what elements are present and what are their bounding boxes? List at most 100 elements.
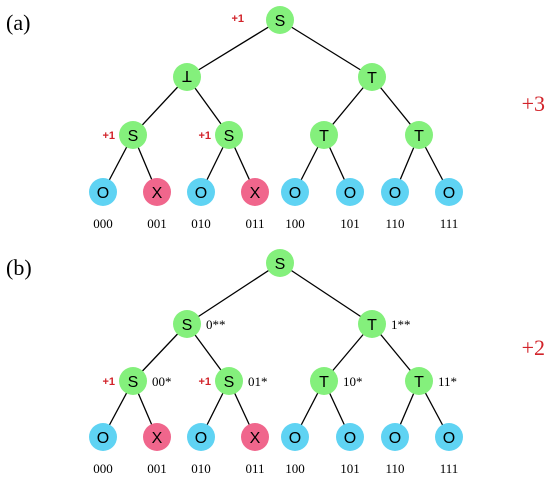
level2-node: T <box>405 367 433 395</box>
leaf-bits: 011 <box>245 216 264 231</box>
leaf-bits: 000 <box>93 216 113 231</box>
level2-node-circle <box>119 121 147 149</box>
leaf-node-circle <box>281 178 309 206</box>
root-node: S <box>266 249 294 277</box>
leaf-node-circle <box>241 423 269 451</box>
level2-node-label: T <box>414 128 424 145</box>
level1-prefix-label: 0** <box>206 317 226 332</box>
leaf-bits: 100 <box>285 216 305 231</box>
leaf-bits: 101 <box>340 461 360 476</box>
level2-prefix-label: 01* <box>248 374 268 389</box>
level1-node-label: S <box>182 317 193 334</box>
leaf-node-circle <box>89 423 117 451</box>
leaf-node-label: X <box>152 430 163 447</box>
level2-node-circle <box>119 367 147 395</box>
leaf-node-label: O <box>344 430 356 447</box>
leaf-bits: 111 <box>440 461 459 476</box>
leaf-node: O <box>187 423 215 451</box>
level2-node: T <box>310 367 338 395</box>
leaf-bits: 010 <box>191 216 211 231</box>
leaf-bits: 010 <box>191 461 211 476</box>
edge-root-left <box>186 19 281 78</box>
panel-label: (a) <box>6 10 30 35</box>
level1-node-circle <box>358 63 386 91</box>
leaf-node-label: X <box>250 430 261 447</box>
leaf-node: O <box>435 423 463 451</box>
level2-node-label: T <box>319 128 329 145</box>
level2-node: S <box>119 367 147 395</box>
root-node-label: S <box>275 256 286 273</box>
edge-root-right <box>279 262 373 325</box>
level2-prefix-label: 00* <box>152 374 172 389</box>
level1-node-label: T <box>182 67 192 84</box>
leaf-node-label: O <box>97 185 109 202</box>
leaf-node-label: O <box>289 185 301 202</box>
root-node: S <box>266 6 294 34</box>
level2-plus-one: +1 <box>198 130 211 142</box>
level1-node: T <box>173 63 201 91</box>
leaf-node: O <box>381 178 409 206</box>
panel-score: +3 <box>522 91 545 116</box>
leaf-node: X <box>143 178 171 206</box>
edge-root-left <box>186 262 281 325</box>
leaf-node-label: O <box>195 185 207 202</box>
leaf-node: O <box>281 423 309 451</box>
level1-node-circle <box>358 310 386 338</box>
level2-node-circle <box>405 367 433 395</box>
root-node-label: S <box>275 13 286 30</box>
level2-node: S <box>215 367 243 395</box>
panel-label: (b) <box>6 255 32 280</box>
level2-node: T <box>405 121 433 149</box>
panel-score: +2 <box>522 335 545 360</box>
leaf-node-circle <box>89 178 117 206</box>
level2-node-circle <box>405 121 433 149</box>
level2-prefix-label: 10* <box>343 374 363 389</box>
leaf-bits: 111 <box>440 216 459 231</box>
leaf-node: X <box>241 178 269 206</box>
level2-node: S <box>215 121 243 149</box>
leaf-bits: 100 <box>285 461 305 476</box>
leaf-node-label: O <box>443 185 455 202</box>
level2-node-label: S <box>128 128 139 145</box>
level1-node-circle <box>173 310 201 338</box>
level1-node-label: T <box>367 317 377 334</box>
level2-node-label: T <box>319 374 329 391</box>
leaf-node-label: X <box>250 185 261 202</box>
level2-node: T <box>310 121 338 149</box>
leaf-node-circle <box>381 423 409 451</box>
leaf-node-circle <box>381 178 409 206</box>
leaf-node-label: X <box>152 185 163 202</box>
leaf-bits: 011 <box>245 461 264 476</box>
leaf-node: O <box>336 423 364 451</box>
leaf-node-circle <box>187 178 215 206</box>
level2-node: S <box>119 121 147 149</box>
level2-node-label: S <box>224 374 235 391</box>
level1-node-label: T <box>367 70 377 87</box>
level1-node: T <box>358 63 386 91</box>
leaf-node: X <box>143 423 171 451</box>
leaf-node-circle <box>143 423 171 451</box>
root-plus-one: +1 <box>231 13 244 25</box>
leaf-node-label: O <box>195 430 207 447</box>
leaf-node-label: O <box>389 185 401 202</box>
level1-prefix-label: 1** <box>391 317 411 332</box>
level2-node-circle <box>310 367 338 395</box>
leaf-node-label: O <box>344 185 356 202</box>
root-node-circle <box>266 249 294 277</box>
leaf-node-label: O <box>389 430 401 447</box>
leaf-node: O <box>89 178 117 206</box>
leaf-bits: 000 <box>93 461 113 476</box>
leaf-bits: 110 <box>385 461 404 476</box>
leaf-node: O <box>89 423 117 451</box>
level2-plus-one: +1 <box>102 376 115 388</box>
leaf-bits: 001 <box>147 461 167 476</box>
leaf-bits: 110 <box>385 216 404 231</box>
level2-prefix-label: 11* <box>438 374 457 389</box>
level1-node: S <box>173 310 201 338</box>
leaf-node-circle <box>336 423 364 451</box>
leaf-node: O <box>187 178 215 206</box>
leaf-node-circle <box>241 178 269 206</box>
leaf-node: O <box>281 178 309 206</box>
